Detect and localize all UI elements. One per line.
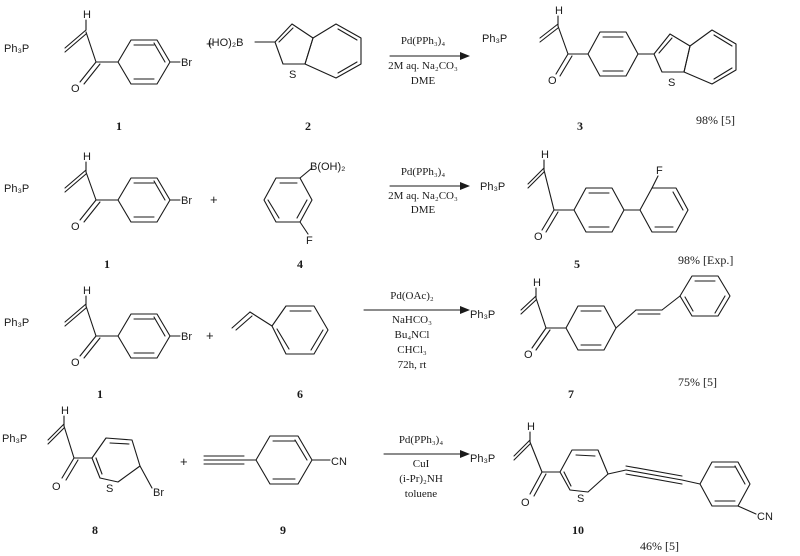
s-label: S [668, 77, 675, 89]
plus-sign: + [180, 454, 188, 469]
h-label: H [83, 151, 91, 163]
condition-catalyst: Pd(PPh₃)₄ [401, 166, 446, 178]
h-label: H [527, 421, 535, 433]
ph3p-label: Ph₃P [470, 309, 495, 321]
compound-number: 7 [568, 387, 574, 401]
compound-number: 6 [297, 387, 303, 401]
condition-catalyst: Pd(PPh₃)₄ [401, 35, 446, 47]
condition-base: 2M aq. Na₂CO₃ [388, 60, 458, 72]
reaction-3: Ph₃P H O Br 1 + 6 Pd(OAc)₂ NaHCO₃ Bu₄NCl… [4, 275, 731, 401]
o-label: O [521, 497, 530, 509]
compound-number: 1 [97, 387, 103, 401]
product-7-structure [520, 275, 731, 351]
ph3p-label: Ph₃P [2, 433, 27, 445]
compound-number: 8 [92, 523, 98, 537]
condition-solvent: DME [411, 204, 436, 216]
o-label: O [71, 357, 80, 369]
plus-sign: + [210, 192, 218, 207]
h-label: H [61, 405, 69, 417]
yield-label: 98% [Exp.] [678, 253, 733, 267]
yield-label: 98% [5] [696, 113, 735, 127]
h-label: H [555, 5, 563, 17]
condition-solvent: CHCl₃ [397, 344, 427, 356]
compound-number: 1 [104, 257, 110, 271]
condition-cocatalyst: CuI [413, 458, 430, 470]
compound-number: 4 [297, 257, 303, 271]
reactant-9-structure [203, 435, 331, 485]
product-5-structure [527, 159, 689, 233]
o-label: O [71, 83, 80, 95]
condition-base: (i-Pr)₂NH [399, 473, 443, 485]
yield-label: 46% [5] [640, 539, 679, 553]
yield-label: 75% [5] [678, 375, 717, 389]
ph3p-label: Ph₃P [4, 183, 29, 195]
reaction-1: Ph₃P H O Br 1 + (HO)₂B S 2 Pd(PPh₃)₄ 2M … [4, 5, 737, 133]
f-label: F [656, 165, 663, 177]
h-label: H [83, 285, 91, 297]
cn-label: CN [331, 456, 347, 468]
boronic-acid-label: B(OH)₂ [310, 161, 345, 173]
reactant-1-structure [64, 161, 181, 223]
compound-number: 3 [577, 119, 583, 133]
reaction-2: Ph₃P H O Br 1 + B(OH)₂ F 4 Pd(PPh₃)₄ 2M … [4, 149, 733, 271]
ph3p-label: Ph₃P [4, 317, 29, 329]
o-label: O [534, 231, 543, 243]
plus-sign: + [206, 328, 214, 343]
reactant-6-structure [231, 305, 329, 355]
o-label: O [52, 481, 61, 493]
reaction-4: Ph₃P H O S Br 8 + CN 9 Pd(PPh₃)₄ CuI (i-… [2, 405, 773, 553]
compound-number: 2 [305, 119, 311, 133]
h-label: H [83, 9, 91, 21]
compound-number: 10 [572, 523, 584, 537]
product-3-structure [539, 15, 737, 85]
reactant-1-structure [64, 19, 181, 85]
h-label: H [541, 149, 549, 161]
compound-number: 5 [574, 257, 580, 271]
condition-base: NaHCO₃ [392, 314, 432, 326]
br-label: Br [181, 195, 192, 207]
condition-base: 2M aq. Na₂CO₃ [388, 190, 458, 202]
ph3p-label: Ph₃P [470, 453, 495, 465]
condition-solvent: toluene [405, 488, 437, 500]
reactant-2-structure [254, 23, 362, 79]
condition-catalyst: Pd(PPh₃)₄ [399, 434, 444, 446]
f-label: F [306, 235, 313, 247]
br-label: Br [181, 57, 192, 69]
reactant-1-structure [64, 295, 181, 359]
o-label: O [71, 221, 80, 233]
condition-solvent: DME [411, 75, 436, 87]
boronic-acid-label: (HO)₂B [208, 37, 243, 49]
reactant-8-structure [47, 415, 153, 489]
compound-number: 1 [116, 119, 122, 133]
br-label: Br [181, 331, 192, 343]
ph3p-label: Ph₃P [4, 43, 29, 55]
s-label: S [106, 483, 113, 495]
ph3p-label: Ph₃P [480, 181, 505, 193]
s-label: S [577, 493, 584, 505]
o-label: O [524, 349, 533, 361]
plus-sign: + [206, 36, 214, 51]
reactant-4-structure [263, 167, 313, 235]
br-label: Br [153, 487, 164, 499]
s-label: S [289, 69, 296, 81]
condition-additive: Bu₄NCl [394, 329, 429, 341]
ph3p-label: Ph₃P [482, 33, 507, 45]
compound-number: 9 [280, 523, 286, 537]
cn-label: CN [757, 511, 773, 523]
h-label: H [533, 277, 541, 289]
condition-time: 72h, rt [398, 359, 427, 371]
product-10-structure [513, 431, 757, 515]
condition-catalyst: Pd(OAc)₂ [390, 290, 434, 302]
o-label: O [548, 75, 557, 87]
